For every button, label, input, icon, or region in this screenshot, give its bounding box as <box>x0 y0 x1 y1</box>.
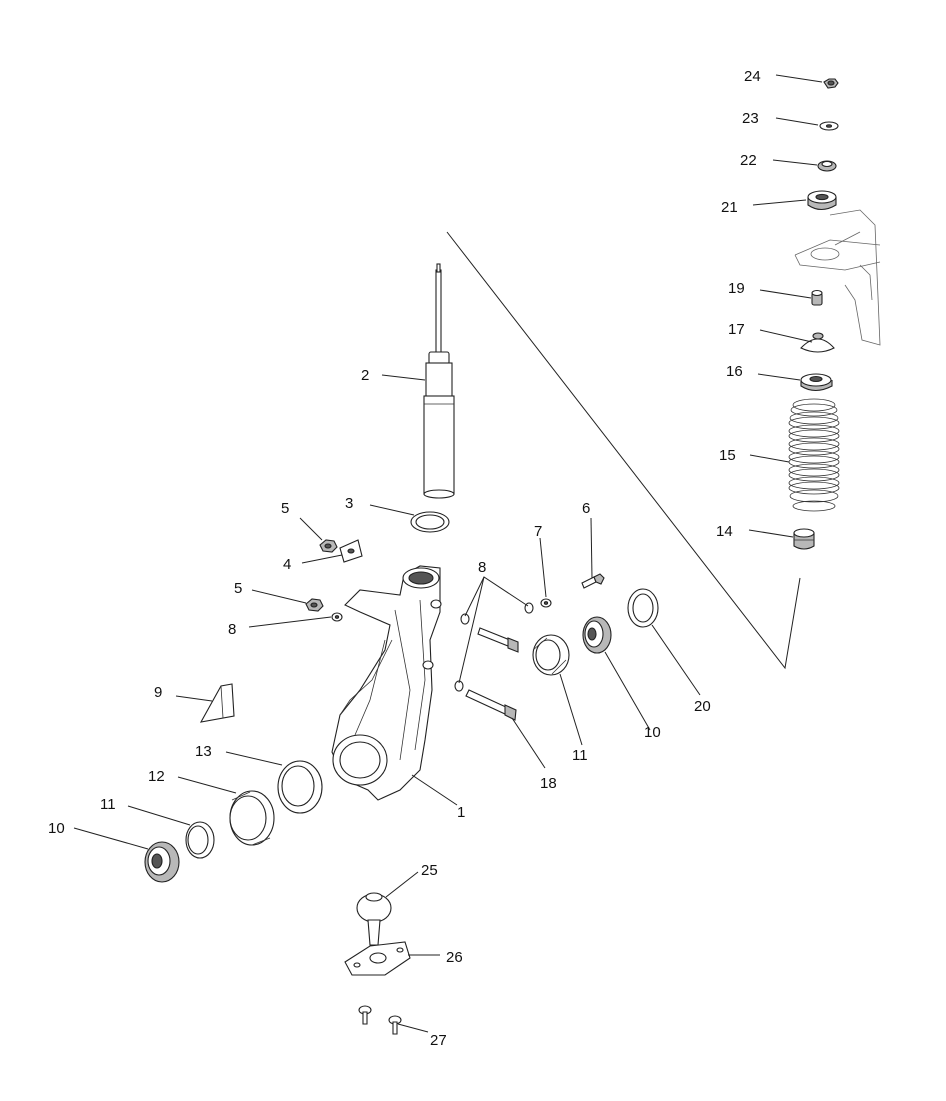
callout-4: 4 <box>283 556 291 573</box>
callout-23: 23 <box>742 110 759 127</box>
part-11-bearing-race-right <box>532 634 570 676</box>
callout-1: 1 <box>457 804 465 821</box>
part-20-seal <box>627 588 659 628</box>
callout-6: 6 <box>582 500 590 517</box>
part-4-bracket <box>339 539 363 563</box>
part-10-bearing-right <box>582 616 612 654</box>
callout-10-right: 10 <box>644 724 661 741</box>
part-8-washers-right <box>454 602 534 692</box>
callout-5-lower: 5 <box>234 580 242 597</box>
part-8-washer-left <box>331 612 343 622</box>
callout-2: 2 <box>361 367 369 384</box>
callout-19: 19 <box>728 280 745 297</box>
part-2-shock-absorber <box>423 263 455 499</box>
callout-20: 20 <box>694 698 711 715</box>
part-14-bump-stop <box>793 528 815 550</box>
part-5-nut-lower <box>305 598 324 612</box>
part-13-seal-left <box>277 760 323 814</box>
part-9-wedge <box>199 683 235 723</box>
leader-lines <box>73 74 823 1033</box>
part-15-coil-spring <box>788 398 840 512</box>
part-19-spacer <box>811 289 823 306</box>
callout-10-left: 10 <box>48 820 65 837</box>
callout-numbers: 24 23 22 21 19 17 16 15 14 2 3 5 4 5 8 9… <box>48 68 761 1049</box>
assembly-guide-line <box>446 231 801 670</box>
part-22-bushing <box>817 160 837 172</box>
callout-24: 24 <box>744 68 761 85</box>
callout-13: 13 <box>195 743 212 760</box>
callout-14: 14 <box>716 523 733 540</box>
part-18-bolt <box>465 689 517 721</box>
part-23-washer <box>819 121 839 131</box>
part-10-bearing-left <box>144 841 180 883</box>
callout-15: 15 <box>719 447 736 464</box>
part-5-nut-upper <box>319 539 338 553</box>
part-21-strut-mount <box>807 190 837 211</box>
callout-21: 21 <box>721 199 738 216</box>
part-12-hub-ring <box>229 790 275 846</box>
callout-12: 12 <box>148 768 165 785</box>
callout-9: 9 <box>154 684 162 701</box>
part-27-bolts <box>358 1005 402 1035</box>
callout-26: 26 <box>446 949 463 966</box>
callout-18: 18 <box>540 775 557 792</box>
part-6-bolt <box>581 573 605 589</box>
part-24-nut <box>823 78 839 89</box>
callout-22: 22 <box>740 152 757 169</box>
callout-27: 27 <box>430 1032 447 1049</box>
callout-17: 17 <box>728 321 745 338</box>
part-bolt-upper <box>477 627 519 653</box>
callout-11-left: 11 <box>100 796 116 813</box>
callout-16: 16 <box>726 363 743 380</box>
part-16-spring-seat <box>800 373 833 392</box>
part-11-bearing-race-left <box>185 821 215 859</box>
callout-3: 3 <box>345 495 353 512</box>
part-7-washer <box>540 598 552 608</box>
callout-8-right: 8 <box>478 559 486 576</box>
strut-tower-outline <box>794 209 881 346</box>
callout-25: 25 <box>421 862 438 879</box>
callout-11-right: 11 <box>572 747 588 764</box>
part-26-mounting-plate <box>344 941 411 976</box>
callout-5-upper: 5 <box>281 500 289 517</box>
part-17-dust-cap <box>800 332 835 353</box>
part-3-seal-ring <box>410 511 450 533</box>
callout-8-left: 8 <box>228 621 236 638</box>
part-25-ball-joint <box>356 892 392 946</box>
callout-7: 7 <box>534 523 542 540</box>
part-1-steering-knuckle <box>331 565 442 801</box>
